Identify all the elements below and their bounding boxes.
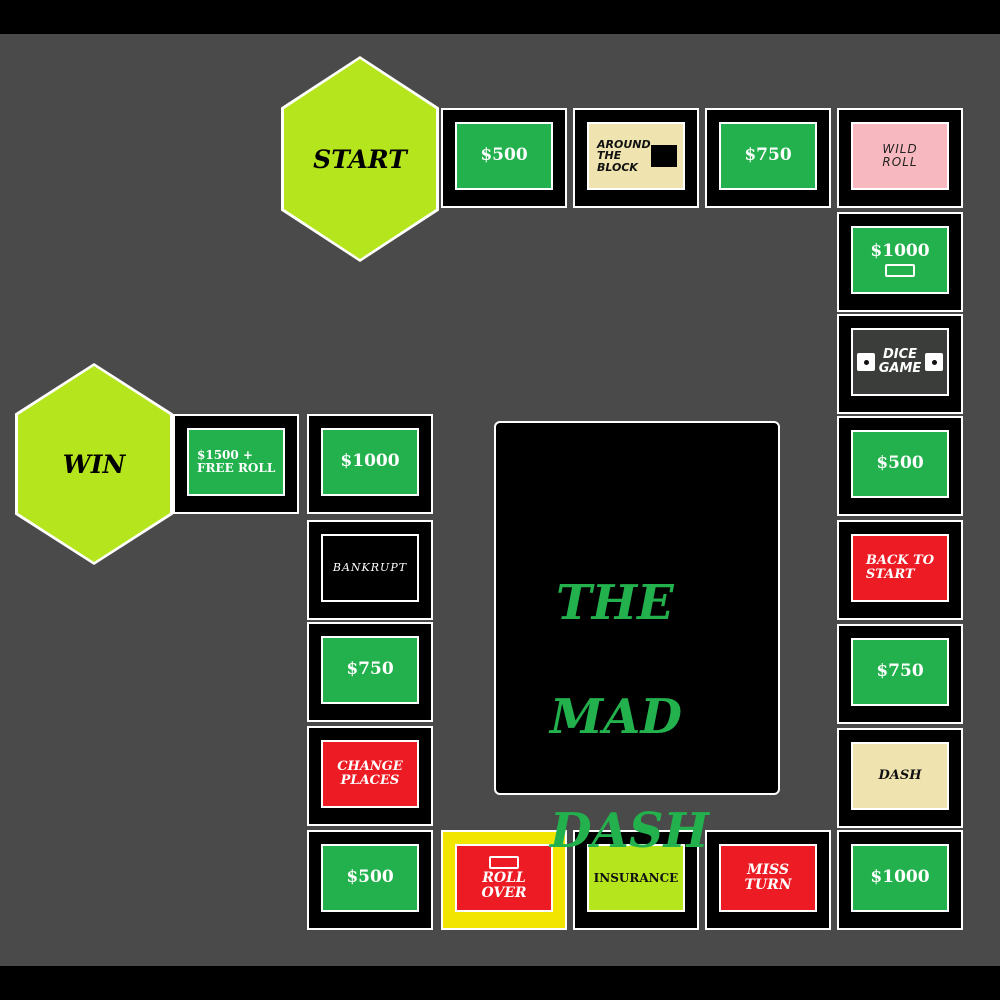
space-insurance[interactable]: INSURANCE <box>573 830 699 930</box>
space-right-500[interactable]: $500 <box>837 416 963 516</box>
space-label: MISS TURN <box>744 862 792 893</box>
space-label: $500 <box>346 867 394 888</box>
title-line-2: MAD <box>550 689 682 745</box>
space-label: CHANGE PLACES <box>337 759 403 788</box>
die-icon <box>857 353 875 371</box>
space-roll-over[interactable]: ROLL OVER <box>441 830 567 930</box>
start-label: START <box>313 144 407 174</box>
title-line-3: DASH <box>550 803 709 859</box>
space-label: WILD ROLL <box>882 142 918 169</box>
space-label: $1000 <box>340 451 400 472</box>
space-top-500[interactable]: $500 <box>441 108 567 208</box>
space-bankrupt[interactable]: BANKRUPT <box>307 520 433 620</box>
square-icon <box>650 145 677 167</box>
space-label: $750 <box>876 661 924 682</box>
space-free-roll[interactable]: $1500 + FREE ROLL <box>173 414 299 514</box>
space-label: AROUND THE BLOCK <box>597 137 651 174</box>
space-label: DICE GAME <box>878 347 922 376</box>
space-label: $1000 <box>870 867 930 888</box>
space-bottom-500[interactable]: $500 <box>307 830 433 930</box>
start-space[interactable]: START <box>281 56 439 262</box>
space-corner-1000[interactable]: $1000 <box>837 830 963 930</box>
space-label: DASH <box>878 768 922 784</box>
space-left-750[interactable]: $750 <box>307 622 433 722</box>
space-right-1000[interactable]: $1000 <box>837 212 963 312</box>
space-label: $1500 + FREE ROLL <box>197 448 276 475</box>
space-label: $500 <box>480 145 528 166</box>
space-dash[interactable]: DASH <box>837 728 963 828</box>
space-label: $500 <box>876 453 924 474</box>
space-left-1000[interactable]: $1000 <box>307 414 433 514</box>
title-line-1: THE <box>556 575 674 631</box>
space-around-the-block[interactable]: AROUND THE BLOCK <box>573 108 699 208</box>
space-wild-roll[interactable]: WILD ROLL <box>837 108 963 208</box>
space-label: BACK TO START <box>865 553 935 582</box>
space-right-750[interactable]: $750 <box>837 624 963 724</box>
space-label: ROLL OVER <box>481 869 527 901</box>
die-icon <box>925 353 943 371</box>
space-change-places[interactable]: CHANGE PLACES <box>307 726 433 826</box>
space-label: $1000 <box>870 240 930 261</box>
space-dice-game[interactable]: DICE GAME <box>837 314 963 414</box>
win-label: WIN <box>62 449 126 479</box>
card-icon <box>885 264 915 278</box>
space-label: BANKRUPT <box>332 561 408 575</box>
title-card: THE MAD DASH <box>494 421 780 859</box>
space-top-750[interactable]: $750 <box>705 108 831 208</box>
card-icon <box>489 855 519 869</box>
space-label: $750 <box>744 145 792 166</box>
space-label: $750 <box>346 659 394 680</box>
space-label: INSURANCE <box>593 870 679 885</box>
game-title: THE MAD DASH <box>550 518 709 917</box>
space-back-to-start[interactable]: BACK TO START <box>837 520 963 620</box>
space-miss-turn[interactable]: MISS TURN <box>705 830 831 930</box>
win-space[interactable]: WIN <box>15 363 173 565</box>
game-board: START WIN $500 AROUND THE BLOCK $750 WIL… <box>0 34 1000 966</box>
